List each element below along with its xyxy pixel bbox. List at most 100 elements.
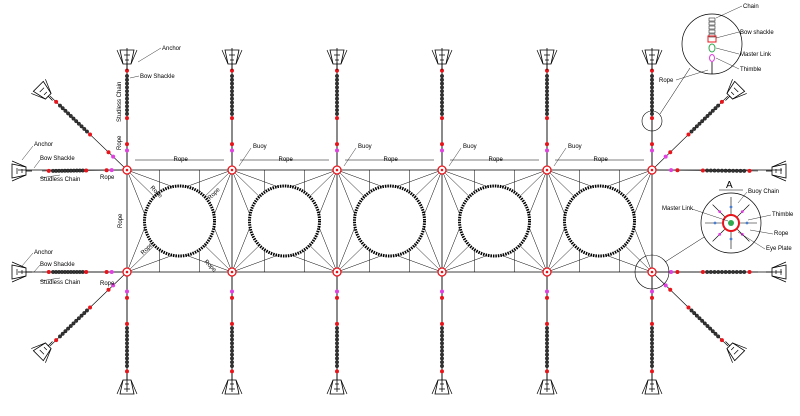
- bridle-line: [186, 169, 233, 187]
- anchor-icon: [31, 341, 53, 363]
- chain-link: [66, 326, 71, 331]
- label-rope: Rope: [207, 187, 222, 202]
- chain-link: [650, 81, 654, 86]
- label-buoy: Buoy: [463, 144, 477, 150]
- bridle-line: [231, 169, 260, 197]
- bridle-line: [633, 169, 653, 216]
- chain-link: [650, 326, 654, 331]
- anchor-icon: [725, 341, 747, 363]
- chain-link: [125, 96, 129, 101]
- fish-cages: [143, 184, 636, 258]
- chain-link: [230, 345, 234, 350]
- chain-link: [440, 356, 444, 361]
- label-master-link: Master Link: [662, 206, 694, 212]
- chain-link: [545, 89, 549, 94]
- shackle-marker: [230, 116, 234, 121]
- shackle-marker: [719, 338, 724, 343]
- anchor-flukes: [11, 160, 27, 182]
- chain-link: [440, 329, 444, 334]
- label-rope: Rope: [279, 157, 294, 163]
- chain-link: [545, 74, 549, 78]
- chain-link: [440, 77, 444, 82]
- chain-link: [705, 168, 710, 173]
- chain-link: [650, 96, 654, 101]
- chain-link: [720, 168, 724, 173]
- chain-link: [713, 331, 718, 336]
- chain-link: [742, 168, 747, 173]
- bridle-line: [126, 169, 146, 216]
- label-leader: [21, 145, 34, 161]
- detail-thimble-marker: [740, 210, 744, 214]
- shackle-marker: [109, 270, 114, 274]
- label-bow-shackle: Bow Shackle: [40, 262, 75, 268]
- shackle-marker: [650, 289, 654, 294]
- chain-link: [692, 311, 697, 316]
- chain-link: [708, 168, 713, 173]
- chain-link: [713, 106, 718, 111]
- bridle-line: [546, 169, 566, 216]
- label-leader: [137, 47, 162, 63]
- anchor-icon: [536, 374, 558, 395]
- bridle-line: [336, 169, 365, 197]
- grid-plate-center: [440, 270, 444, 274]
- chain-link: [545, 108, 549, 113]
- chain-link: [545, 348, 549, 353]
- label-leader: [33, 159, 41, 169]
- bridle-line: [126, 169, 155, 197]
- bridle-line: [441, 169, 488, 187]
- chain-link: [125, 92, 129, 97]
- label-rope: Rope: [774, 231, 789, 237]
- bridle-line: [291, 255, 338, 273]
- chain-link: [335, 74, 339, 78]
- chain-link: [720, 270, 724, 274]
- chain-link: [716, 168, 721, 173]
- shackle-marker: [54, 338, 59, 343]
- shackle-marker: [663, 283, 668, 288]
- chain-link: [125, 100, 129, 105]
- detail-rope-line: [712, 204, 725, 217]
- chain-link: [230, 74, 234, 78]
- bridle-line: [501, 169, 548, 187]
- bridle-line: [414, 169, 443, 197]
- shackle-marker: [663, 154, 668, 159]
- chain-link: [650, 341, 654, 346]
- shackle-marker: [545, 148, 549, 153]
- shackle-marker: [104, 270, 109, 274]
- anchor-flukes: [536, 379, 558, 395]
- shackle-marker: [335, 68, 339, 73]
- chain-link: [545, 364, 549, 368]
- chain-link: [51, 270, 55, 274]
- chain-link: [76, 316, 81, 321]
- anchor-flukes: [641, 379, 663, 395]
- shackle-marker: [230, 369, 234, 374]
- chain-link: [697, 121, 702, 126]
- anchor-body: [32, 342, 52, 362]
- chain-link: [125, 108, 129, 113]
- shackle-marker: [545, 369, 549, 374]
- chain-link: [440, 108, 444, 113]
- chain-link: [125, 111, 129, 116]
- chain-link: [440, 96, 444, 101]
- shackle-marker: [686, 305, 691, 310]
- chain-link: [440, 89, 444, 94]
- bridle-line: [186, 255, 233, 273]
- anchor-flukes: [31, 79, 52, 100]
- shackle-marker: [650, 295, 654, 300]
- chain-link: [125, 341, 129, 346]
- chain-link: [545, 92, 549, 97]
- shackle-marker: [545, 142, 549, 147]
- shackle-marker: [669, 168, 674, 173]
- anchor-flukes: [431, 49, 453, 65]
- chain-link: [125, 352, 129, 357]
- chain-link: [335, 104, 339, 109]
- chain-link: [335, 360, 339, 365]
- grid-plate-center: [335, 270, 339, 274]
- chain-link: [742, 270, 747, 274]
- label-rope: Rope: [118, 213, 124, 228]
- anchor-icon: [641, 374, 663, 395]
- bridle-line: [528, 169, 548, 216]
- anchor-icon: [11, 261, 32, 283]
- label-leader: [448, 147, 462, 167]
- bridle-line: [519, 169, 548, 197]
